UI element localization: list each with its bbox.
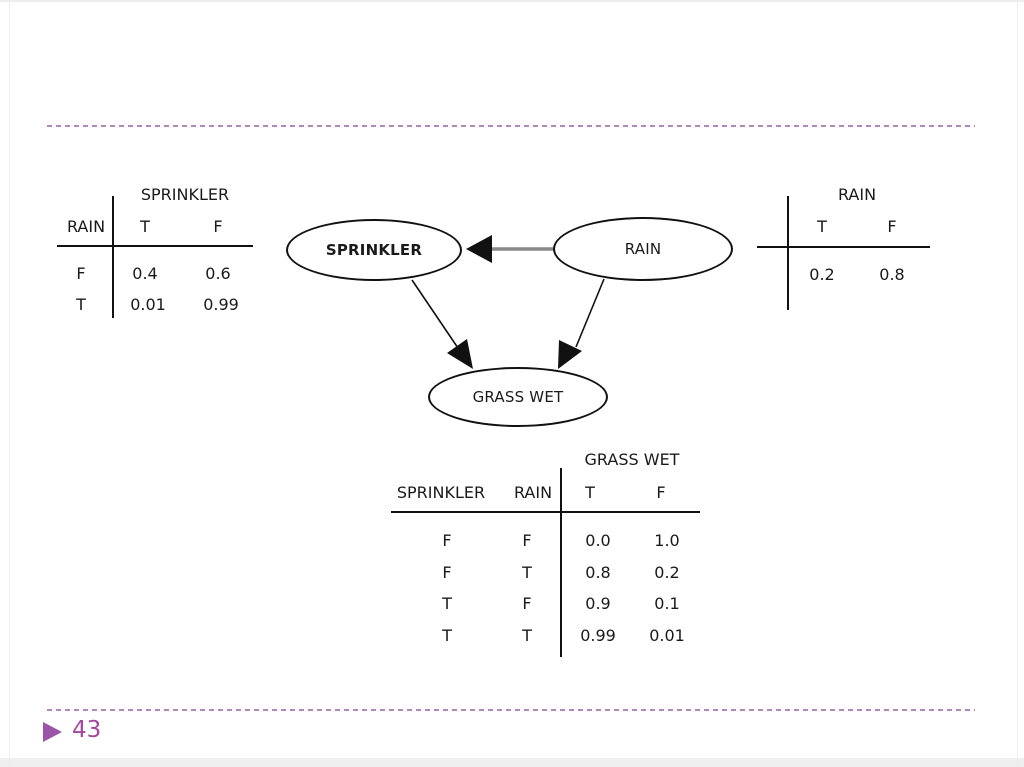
cpt-grass-hdr-rain: RAIN — [513, 483, 553, 502]
right-border-line — [1017, 0, 1018, 767]
cpt-grass-r3-r: T — [522, 626, 532, 645]
node-rain-label: RAIN — [624, 240, 662, 258]
cpt-grass-r1-t: 0.8 — [585, 563, 611, 582]
cpt-sprinkler-r1-t: 0.01 — [130, 295, 166, 314]
cpt-sprinkler-r0-label: F — [76, 264, 86, 283]
top-border-line — [0, 0, 1024, 2]
cpt-grass-r0-r: F — [522, 531, 532, 550]
cpt-grass-r1-r: T — [522, 563, 532, 582]
cpt-sprinkler-vline — [112, 196, 114, 318]
cpt-sprinkler-title: SPRINKLER — [140, 185, 230, 204]
node-grass-wet: GRASS WET — [428, 367, 608, 427]
cpt-sprinkler-col-t: T — [140, 217, 150, 236]
cpt-rain-vline — [787, 196, 789, 310]
node-grass-wet-label: GRASS WET — [472, 388, 564, 406]
page-number: 43 — [72, 717, 102, 743]
node-sprinkler-label: SPRINKLER — [325, 241, 423, 259]
cpt-sprinkler-r1-f: 0.99 — [203, 295, 239, 314]
cpt-rain-val-t: 0.2 — [809, 265, 835, 284]
cpt-grass-r2-t: 0.9 — [585, 594, 611, 613]
edge-sprinkler-to-grass — [411, 279, 461, 352]
footer-triangle-icon — [43, 722, 62, 742]
edge-rain-to-grass — [575, 278, 605, 348]
cpt-grass-hline — [391, 511, 700, 513]
cpt-grass-r1-f: 0.2 — [654, 563, 680, 582]
cpt-grass-r2-r: F — [522, 594, 532, 613]
cpt-grass-r0-t: 0.0 — [585, 531, 611, 550]
cpt-grass-r1-s: F — [442, 563, 452, 582]
cpt-grass-r3-s: T — [442, 626, 452, 645]
bottom-border-strip — [0, 758, 1024, 767]
node-rain: RAIN — [553, 217, 733, 281]
cpt-grass-r3-f: 0.01 — [649, 626, 685, 645]
cpt-grass-r2-f: 0.1 — [654, 594, 680, 613]
cpt-rain-hline — [757, 246, 930, 248]
cpt-grass-col-t: T — [585, 483, 595, 502]
cpt-rain-col-f: F — [887, 217, 897, 236]
cpt-sprinkler-r0-t: 0.4 — [132, 264, 158, 283]
cpt-rain-title: RAIN — [837, 185, 877, 204]
cpt-grass-title: GRASS WET — [584, 450, 680, 469]
arrowhead-rain-to-sprinkler — [466, 235, 492, 263]
cpt-grass-r0-s: F — [442, 531, 452, 550]
cpt-sprinkler-col-f: F — [213, 217, 223, 236]
arrowhead-rain-to-grass — [558, 340, 582, 369]
header-dashed-divider — [47, 125, 975, 127]
cpt-rain-val-f: 0.8 — [879, 265, 905, 284]
cpt-sprinkler-hline — [57, 245, 253, 247]
cpt-sprinkler-r0-f: 0.6 — [205, 264, 231, 283]
cpt-grass-r0-f: 1.0 — [654, 531, 680, 550]
footer-dashed-divider — [47, 709, 975, 711]
left-border-line — [9, 0, 10, 767]
cpt-sprinkler-rowvar: RAIN — [66, 217, 106, 236]
cpt-sprinkler-r1-label: T — [76, 295, 86, 314]
node-sprinkler: SPRINKLER — [286, 219, 462, 281]
cpt-rain-col-t: T — [817, 217, 827, 236]
arrowhead-sprinkler-to-grass — [447, 339, 473, 369]
cpt-grass-vline — [560, 468, 562, 657]
cpt-grass-hdr-sprinkler: SPRINKLER — [396, 483, 486, 502]
cpt-grass-col-f: F — [656, 483, 666, 502]
cpt-grass-r2-s: T — [442, 594, 452, 613]
cpt-grass-r3-t: 0.99 — [580, 626, 616, 645]
